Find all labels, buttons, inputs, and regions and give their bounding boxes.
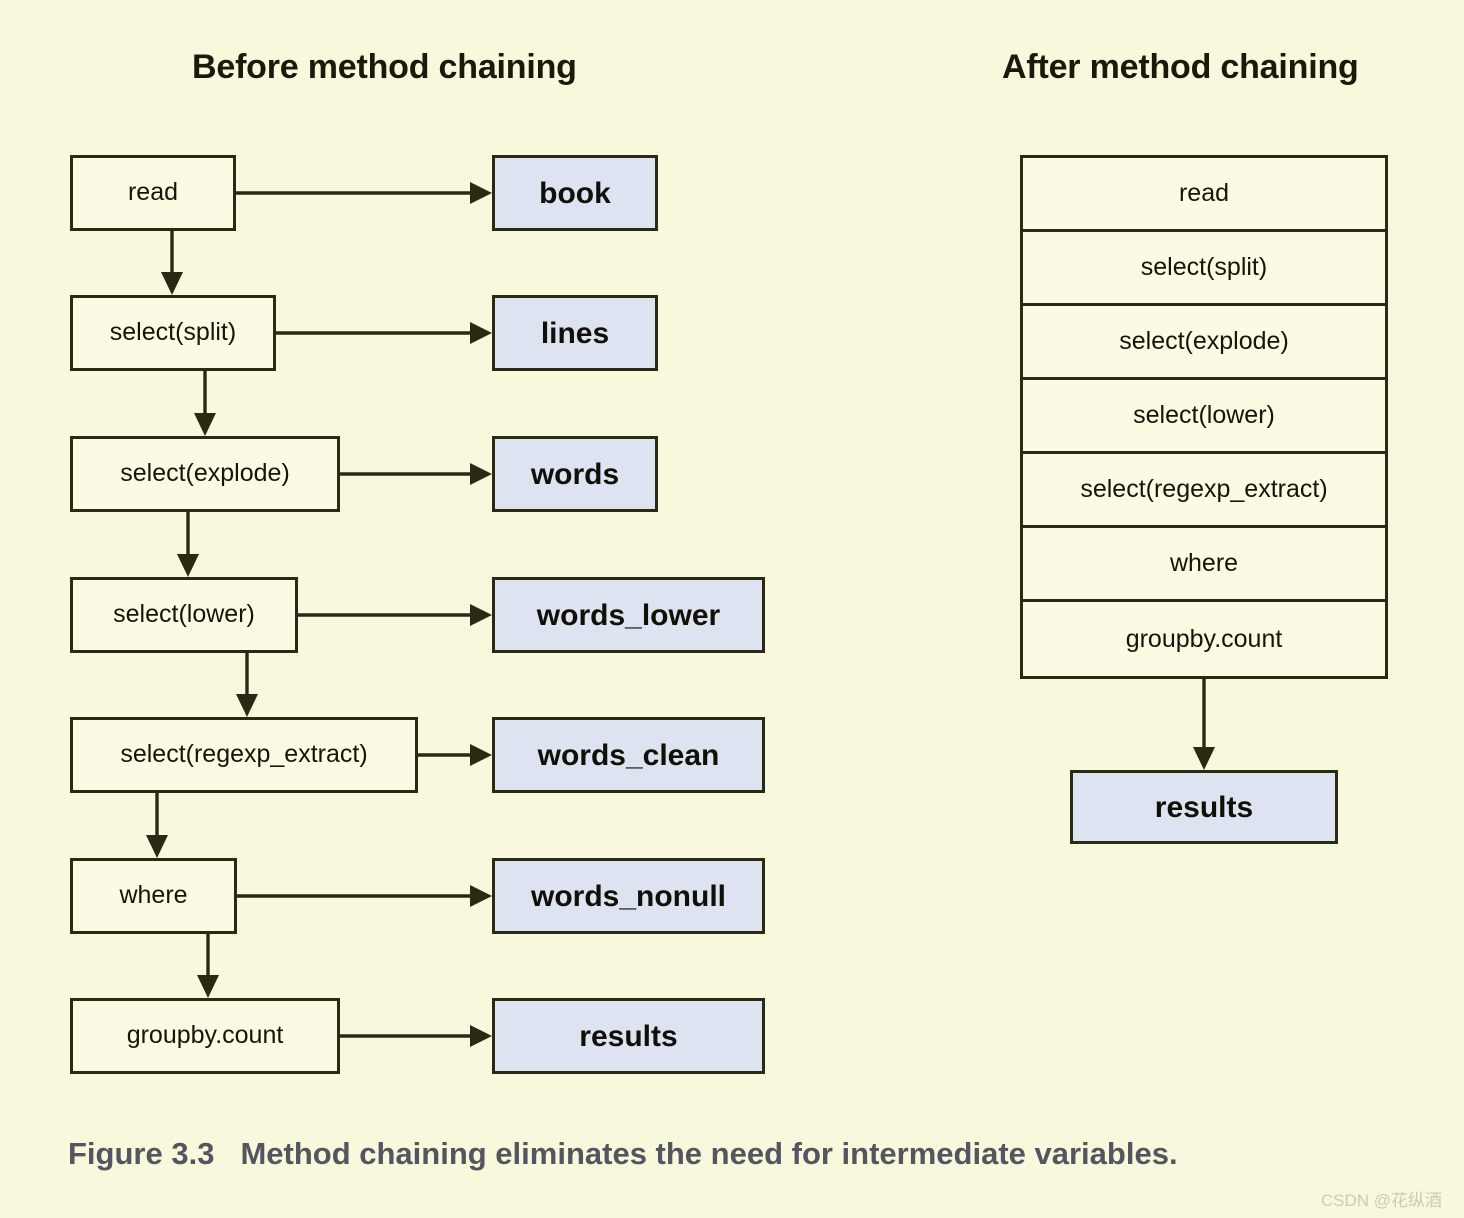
arrow-read-to-book [236,182,492,204]
op-box-select-lower: select(lower) [70,577,298,653]
arrow-select-explode-to-select-lower [177,512,199,577]
chain-row-select-regexp-extract: select(regexp_extract) [1023,454,1385,528]
figure-caption-text: Method chaining eliminates the need for … [240,1136,1178,1171]
before-column-title: Before method chaining [192,48,577,86]
var-box-results-after: results [1070,770,1338,844]
op-box-read: read [70,155,236,231]
watermark-text: CSDN @花纵酒 [1320,1191,1442,1210]
arrow-select-explode-to-words [340,463,492,485]
var-box-words-nonull: words_nonull [492,858,765,934]
arrow-read-to-select-split [161,231,183,295]
var-box-words: words [492,436,658,512]
chain-row-select-explode: select(explode) [1023,306,1385,380]
figure-caption: Figure 3.3 Method chaining eliminates the… [68,1136,1178,1172]
op-box-where: where [70,858,237,934]
after-column-title: After method chaining [1002,48,1359,86]
var-box-results-before: results [492,998,765,1074]
arrow-groupby-count-to-results [340,1025,492,1047]
arrow-select-regexp-extract-to-where [146,793,168,858]
chain-row-where: where [1023,528,1385,602]
chained-method-stack: read select(split) select(explode) selec… [1020,155,1388,679]
arrow-select-lower-to-words-lower [298,604,492,626]
arrow-select-split-to-select-explode [194,371,216,436]
figure-caption-number: Figure 3.3 [68,1136,215,1171]
arrow-select-regexp-extract-to-words-clean [418,744,492,766]
arrow-select-lower-to-select-regexp-extract [236,653,258,717]
arrow-where-to-groupby-count [197,934,219,998]
op-box-groupby-count: groupby.count [70,998,340,1074]
var-box-words-lower: words_lower [492,577,765,653]
chain-row-select-split: select(split) [1023,232,1385,306]
op-box-select-regexp-extract: select(regexp_extract) [70,717,418,793]
var-box-words-clean: words_clean [492,717,765,793]
arrow-where-to-words-nonull [237,885,492,907]
chain-row-read: read [1023,158,1385,232]
arrow-chain-to-results [1193,677,1215,770]
arrow-select-split-to-lines [276,322,492,344]
var-box-lines: lines [492,295,658,371]
chain-row-groupby-count: groupby.count [1125,624,1283,653]
var-box-book: book [492,155,658,231]
chain-row-select-lower: select(lower) [1023,380,1385,454]
op-box-select-explode: select(explode) [70,436,340,512]
op-box-select-split: select(split) [70,295,276,371]
